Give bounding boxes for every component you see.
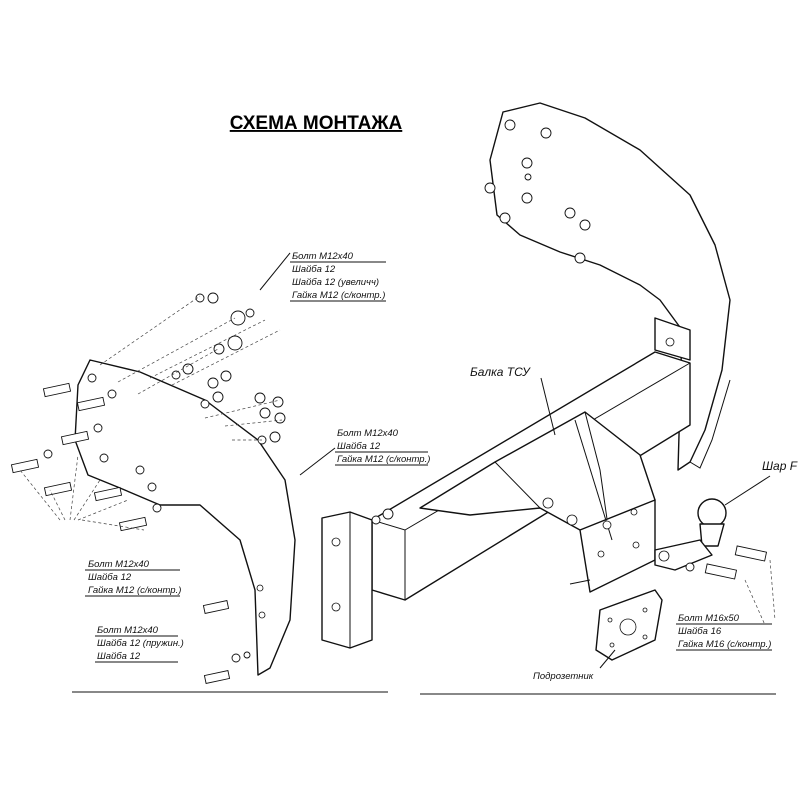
callout-ball-line-1: Болт М16х50 [678,613,740,624]
beam-label: Балка ТСУ [470,365,531,379]
callout-left-line-2: Шайба 12 [88,572,132,583]
callout-middle-line-3: Гайка М12 (с/контр.) [337,454,430,465]
callout-middle-line-2: Шайба 12 [337,441,381,452]
beam-end-plate [321,511,373,649]
callout-bottom-line-2: Шайба 12 (пружин.) [97,638,184,649]
callout-middle-line-1: Болт М12х40 [337,428,399,439]
tow-ball [654,498,727,571]
socket-plate-label: Подрозетник [533,671,594,682]
callout-ball-bolts: Болт М16х50 Шайба 16 Гайка М16 (с/контр.… [676,613,772,651]
ball-label: Шар F [762,459,798,473]
callout-left-line-1: Болт М12х40 [88,559,150,570]
callout-left-line-3: Гайка М12 (с/контр.) [88,585,181,596]
callout-top-bolts: Болт М12х40 Шайба 12 Шайба 12 (увеличч) … [290,251,386,302]
callout-ball-line-2: Шайба 16 [678,626,722,637]
middle-hardware [371,508,394,525]
upper-hardware [171,292,286,445]
callout-middle-bolts: Болт М12х40 Шайба 12 Гайка М12 (с/контр.… [335,428,430,466]
callout-top-line-2: Шайба 12 [292,264,336,275]
callout-top-line-4: Гайка М12 (с/контр.) [292,290,385,301]
callout-bottom-bolts: Болт М12х40 Шайба 12 (пружин.) Шайба 12 [95,625,184,663]
left-mounting-bracket [74,359,296,676]
ball-bolts [685,545,768,580]
callout-bottom-line-3: Шайба 12 [97,651,141,662]
right-mounting-bracket [484,102,731,471]
bottom-bolts [202,600,251,684]
callout-ball-line-3: Гайка М16 (с/контр.) [678,639,771,650]
callout-top-line-3: Шайба 12 (увеличч) [292,277,379,288]
callout-leaders [259,252,771,669]
callout-top-line-1: Болт М12х40 [292,251,354,262]
callout-bottom-line-1: Болт М12х40 [97,625,159,636]
socket-plate [595,589,663,661]
left-bolts [10,373,162,532]
right-bracket-nuts [484,119,591,264]
callout-left-bolts: Болт М12х40 Шайба 12 Гайка М12 (с/контр.… [85,559,181,597]
diagram-title: СХЕМА МОНТАЖА [230,113,403,134]
assembly-lines [19,295,776,626]
hitch-frame [419,411,656,593]
